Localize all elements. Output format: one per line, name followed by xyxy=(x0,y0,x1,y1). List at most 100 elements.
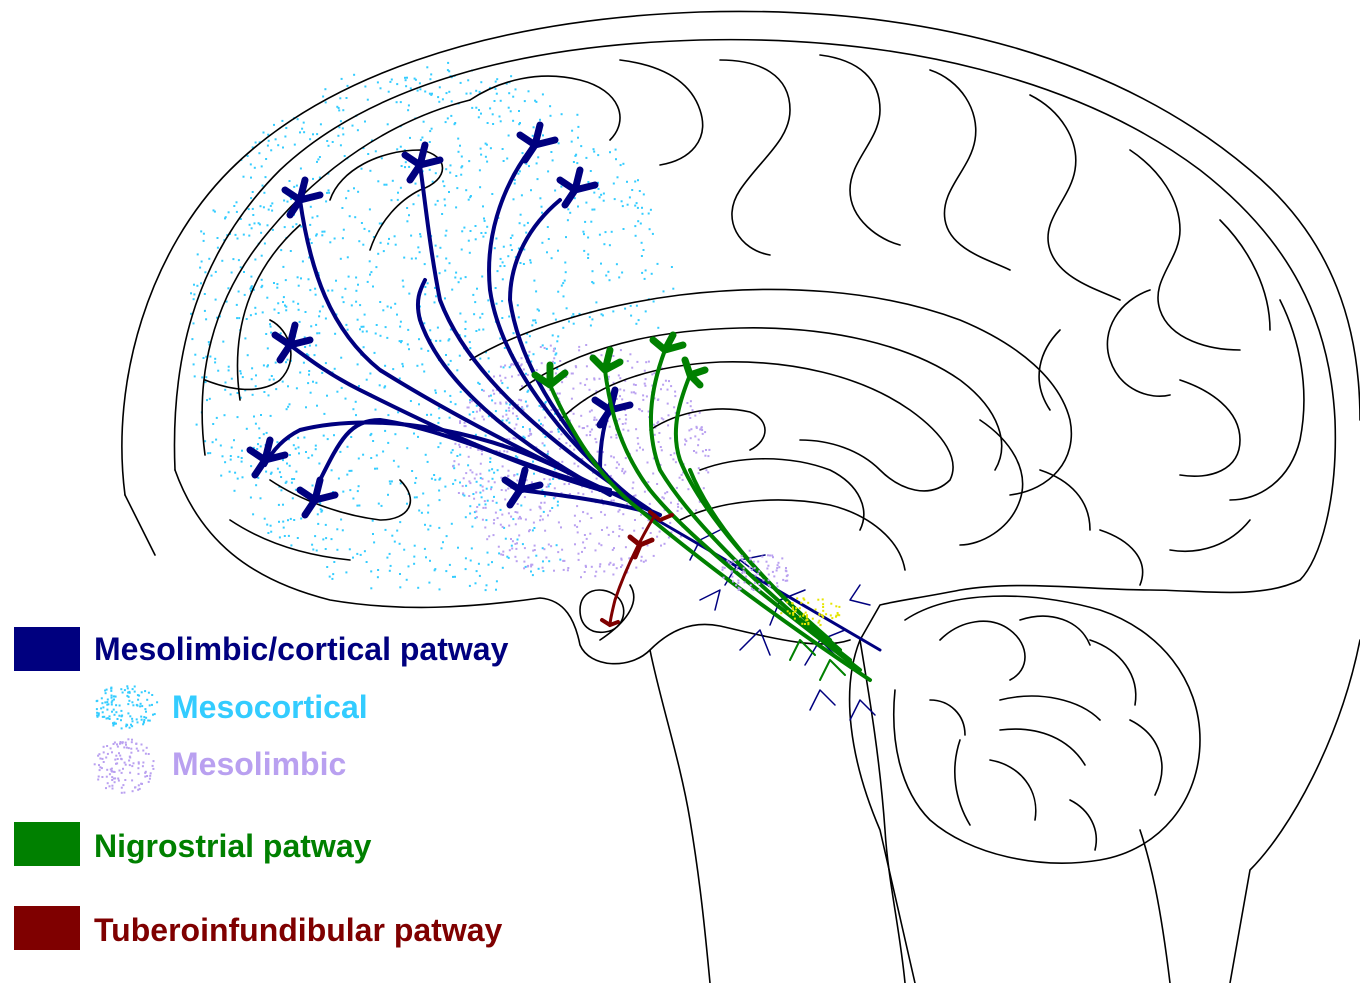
stipple-dot xyxy=(205,381,207,383)
stipple-dot xyxy=(583,427,585,429)
stipple-dot xyxy=(585,565,587,567)
stipple-dot xyxy=(681,508,683,510)
stipple-dot xyxy=(535,290,537,292)
stipple-dot xyxy=(468,240,470,242)
stipple-dot xyxy=(559,393,561,395)
stipple-dot xyxy=(639,190,641,192)
stipple-dot xyxy=(644,370,646,372)
stipple-dot xyxy=(366,561,368,563)
stipple-dot xyxy=(507,475,509,477)
stipple-dot xyxy=(460,391,462,393)
stipple-dot xyxy=(355,401,357,403)
stipple-dot xyxy=(590,517,592,519)
stipple-dot xyxy=(233,205,235,207)
stipple-dot xyxy=(385,529,387,531)
stipple-dot xyxy=(338,478,340,480)
stipple-dot xyxy=(494,247,496,249)
stipple-dot xyxy=(486,226,488,228)
stipple-dot xyxy=(383,250,385,252)
stipple-dot xyxy=(102,716,104,718)
stipple-dot xyxy=(500,524,502,526)
stipple-dot xyxy=(384,385,386,387)
stipple-dot xyxy=(475,330,477,332)
stipple-dot xyxy=(514,179,516,181)
stipple-dot xyxy=(509,404,511,406)
stipple-dot xyxy=(766,561,768,563)
stipple-dot xyxy=(641,207,643,209)
stipple-dot xyxy=(642,449,644,451)
stipple-dot xyxy=(194,354,196,356)
stipple-dot xyxy=(731,576,733,578)
stipple-dot xyxy=(250,314,252,316)
stipple-dot xyxy=(266,524,268,526)
stipple-dot xyxy=(146,699,148,701)
stipple-dot xyxy=(111,776,113,778)
stipple-dot xyxy=(514,556,516,558)
stipple-dot xyxy=(362,244,364,246)
stipple-dot xyxy=(621,272,623,274)
stipple-dot xyxy=(377,576,379,578)
stipple-dot xyxy=(722,569,724,571)
stipple-dot xyxy=(285,482,287,484)
stipple-dot xyxy=(557,428,559,430)
stipple-dot xyxy=(312,549,314,551)
stipple-dot xyxy=(609,244,611,246)
stipple-dot xyxy=(695,452,697,454)
stipple-dot xyxy=(391,79,393,81)
stipple-dot xyxy=(638,319,640,321)
stipple-dot xyxy=(622,205,624,207)
stipple-dot xyxy=(799,607,801,609)
stipple-dot xyxy=(509,549,511,551)
stipple-dot xyxy=(608,564,610,566)
stipple-dot xyxy=(425,556,427,558)
stipple-dot xyxy=(400,146,402,148)
stipple-dot xyxy=(671,266,673,268)
stipple-dot xyxy=(254,167,256,169)
stipple-dot xyxy=(278,312,280,314)
stipple-dot xyxy=(405,85,407,87)
stipple-dot xyxy=(511,376,513,378)
stipple-dot xyxy=(437,422,439,424)
stipple-dot xyxy=(340,519,342,521)
stipple-dot xyxy=(316,133,318,135)
stipple-dot xyxy=(349,470,351,472)
stipple-dot xyxy=(401,363,403,365)
stipple-dot xyxy=(134,686,136,688)
stipple-dot xyxy=(414,482,416,484)
stipple-dot xyxy=(119,705,121,707)
stipple-dot xyxy=(754,567,756,569)
stipple-dot xyxy=(297,118,299,120)
stipple-dot xyxy=(799,616,801,618)
stipple-dot xyxy=(607,271,609,273)
stipple-dot xyxy=(284,226,286,228)
stipple-dot xyxy=(282,504,284,506)
stipple-dot xyxy=(137,699,139,701)
stipple-dot xyxy=(557,551,559,553)
stipple-dot xyxy=(589,431,591,433)
stipple-dot xyxy=(703,487,705,489)
stipple-dot xyxy=(298,309,300,311)
stipple-dot xyxy=(386,557,388,559)
stipple-dot xyxy=(454,576,456,578)
stipple-dot xyxy=(730,563,732,565)
stipple-dot xyxy=(465,485,467,487)
stipple-dot xyxy=(481,453,483,455)
stipple-dot xyxy=(600,511,602,513)
stipple-dot xyxy=(331,538,333,540)
stipple-dot xyxy=(552,334,554,336)
stipple-dot xyxy=(404,166,406,168)
stipple-dot xyxy=(481,313,483,315)
stipple-dot xyxy=(486,488,488,490)
stipple-dot xyxy=(466,446,468,448)
stipple-dot xyxy=(465,276,467,278)
stipple-dot xyxy=(199,267,201,269)
stipple-dot xyxy=(114,714,116,716)
stipple-dot xyxy=(312,381,314,383)
stipple-dot xyxy=(496,93,498,95)
stipple-dot xyxy=(469,585,471,587)
stipple-dot xyxy=(508,135,510,137)
stipple-dot xyxy=(584,221,586,223)
stipple-dot xyxy=(273,282,275,284)
stipple-dot xyxy=(768,584,770,586)
stipple-dot xyxy=(470,195,472,197)
